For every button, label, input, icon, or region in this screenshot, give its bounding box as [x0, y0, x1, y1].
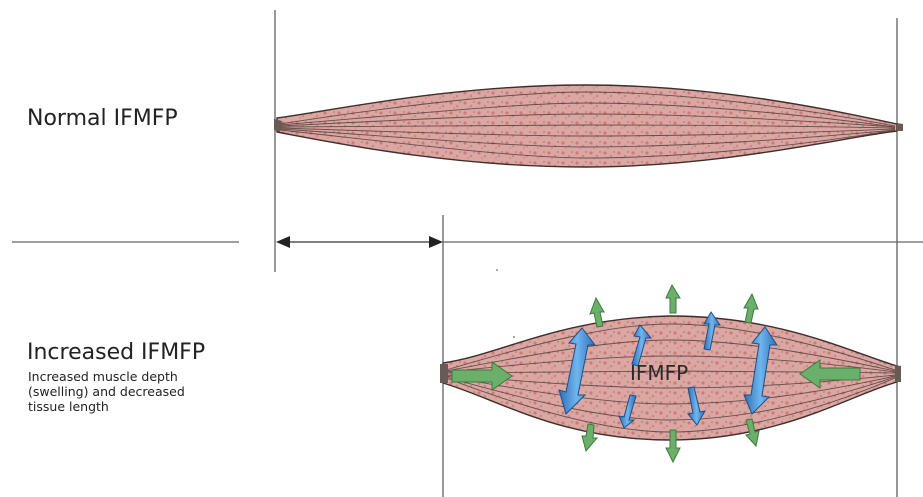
normal-ifmfp-label: Normal IFMFP	[27, 106, 178, 131]
note-line-3: tissue length	[28, 399, 248, 414]
note-line-1: Increased muscle depth	[28, 369, 248, 384]
length-change-arrow	[276, 236, 443, 248]
increased-ifmfp-note: Increased muscle depth (swelling) and de…	[28, 369, 248, 414]
increased-ifmfp-label: Increased IFMFP	[27, 340, 205, 365]
ifmfp-center-label: IFMFP	[630, 361, 688, 385]
normal-muscle	[274, 85, 903, 167]
arrow-right-icon	[429, 236, 443, 248]
arrow-left-icon	[276, 236, 290, 248]
note-line-2: (swelling) and decreased	[28, 384, 248, 399]
